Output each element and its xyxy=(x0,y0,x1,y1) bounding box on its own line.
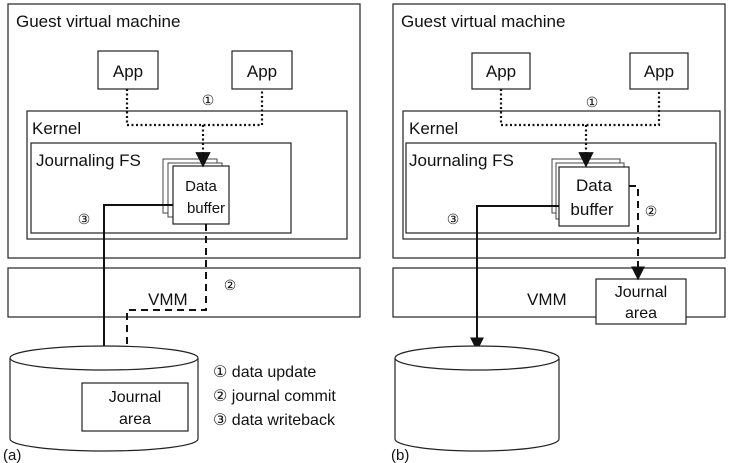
app-left-box xyxy=(471,52,531,90)
panel-b: Guest virtual machine App App Kernel Jou… xyxy=(391,3,726,463)
journal-area-label-2: area xyxy=(119,411,151,428)
guest-vm-label: Guest virtual machine xyxy=(16,12,180,31)
data-writeback-arrow xyxy=(470,205,559,352)
app-right-label: App xyxy=(247,62,277,81)
caption-a: (a) xyxy=(3,447,21,463)
guest-vm-label: Guest virtual machine xyxy=(401,12,565,31)
legend-item-data-update: ① data update xyxy=(213,364,316,381)
data-buffer-label-1: Data xyxy=(576,176,612,195)
panel-a: Guest virtual machine App App Kernel Jou… xyxy=(3,3,361,463)
legend-item-journal-commit: ② journal commit xyxy=(213,388,336,405)
app-left-label: App xyxy=(486,62,516,81)
step3-marker: ③ xyxy=(447,211,460,227)
app-merge-wire xyxy=(125,89,264,127)
app-right-box xyxy=(231,50,293,90)
step2-marker: ② xyxy=(645,203,658,219)
vmm-label: VMM xyxy=(527,290,567,309)
data-buffer-label-2: buffer xyxy=(570,200,614,219)
kernel-label: Kernel xyxy=(32,119,81,138)
data-buffer-label-1: Data xyxy=(185,178,217,195)
journaling-fs-box xyxy=(30,142,292,234)
data-writeback-arrow xyxy=(97,204,173,407)
journal-commit-arrow xyxy=(629,185,645,281)
app-merge-wire xyxy=(499,89,661,127)
data-buffer-label-2: buffer xyxy=(187,200,225,217)
app-right-label: App xyxy=(644,62,674,81)
journaling-fs-label: Journaling FS xyxy=(409,151,514,170)
journal-area-label-1: Journal xyxy=(109,389,161,406)
legend: ① data update ② journal commit ③ data wr… xyxy=(213,364,336,429)
caption-b: (b) xyxy=(391,447,409,463)
vmm-box xyxy=(7,267,361,318)
disk-top xyxy=(394,345,560,371)
step1-marker: ① xyxy=(202,92,215,108)
journal-area-label-2: area xyxy=(625,305,657,322)
step1-marker: ① xyxy=(586,94,599,110)
step3-marker: ③ xyxy=(78,211,91,227)
disk-body xyxy=(394,358,560,452)
journal-area-label-1: Journal xyxy=(615,284,667,301)
data-buffer-box xyxy=(172,165,230,225)
app-left-label: App xyxy=(113,62,143,81)
journal-area-box xyxy=(595,278,687,325)
kernel-label: Kernel xyxy=(409,119,458,138)
data-buffer-box xyxy=(558,166,630,227)
vmm-label: VMM xyxy=(148,290,188,309)
app-right-box xyxy=(629,52,689,90)
journaling-fs-label: Journaling FS xyxy=(36,151,141,170)
legend-item-data-writeback: ③ data writeback xyxy=(213,412,336,429)
journal-area-box xyxy=(81,382,189,432)
step2-marker: ② xyxy=(224,277,237,293)
disk-top xyxy=(9,345,199,371)
